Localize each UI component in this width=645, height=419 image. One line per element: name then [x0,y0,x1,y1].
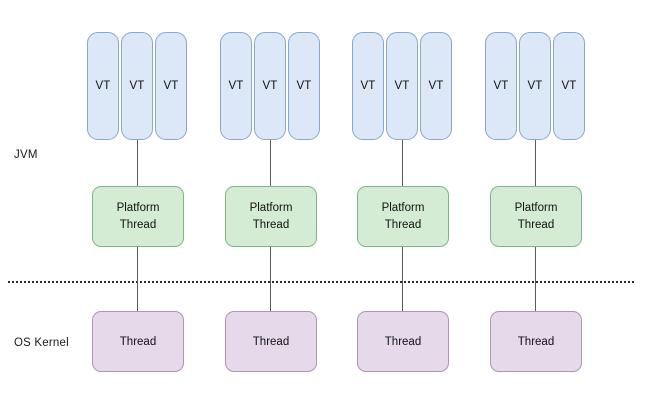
kernel-thread-label: Thread [384,335,422,348]
connector-platform-to-kernel [535,247,536,312]
thread-group-1: VT VT VT Platform Thread Thread [87,0,207,419]
kernel-thread-box[interactable]: Thread [357,311,449,372]
virtual-thread-box[interactable]: VT [220,32,252,140]
region-label-os-kernel: OS Kernel [14,337,69,349]
connector-platform-to-kernel [137,247,138,312]
platform-thread-label-line1: Platform [514,201,558,214]
kernel-thread-label: Thread [119,335,157,348]
thread-group-4: VT VT VT Platform Thread Thread [485,0,605,419]
kernel-thread-label: Thread [517,335,555,348]
virtual-thread-box[interactable]: VT [553,32,585,140]
platform-thread-label-line1: Platform [249,201,293,214]
platform-thread-label-line1: Platform [381,201,425,214]
virtual-thread-box[interactable]: VT [386,32,418,140]
thread-group-2: VT VT VT Platform Thread Thread [220,0,340,419]
platform-thread-label-line1: Platform [116,201,160,214]
thread-group-3: VT VT VT Platform Thread Thread [352,0,472,419]
virtual-thread-box[interactable]: VT [420,32,452,140]
platform-thread-label-line2: Thread [517,218,555,231]
virtual-thread-row: VT VT VT [220,32,340,140]
platform-thread-label-line2: Thread [384,218,422,231]
connector-vt-to-platform [270,140,271,187]
jvm-kernel-divider [8,281,634,283]
connector-vt-to-platform [402,140,403,187]
platform-thread-label-line2: Thread [252,218,290,231]
virtual-thread-box[interactable]: VT [155,32,187,140]
platform-thread-label-line2: Thread [119,218,157,231]
platform-thread-box[interactable]: Platform Thread [92,186,184,247]
virtual-thread-box[interactable]: VT [485,32,517,140]
virtual-thread-box[interactable]: VT [288,32,320,140]
kernel-thread-box[interactable]: Thread [490,311,582,372]
kernel-thread-label: Thread [252,335,290,348]
virtual-thread-row: VT VT VT [485,32,605,140]
connector-platform-to-kernel [270,247,271,312]
kernel-thread-box[interactable]: Thread [92,311,184,372]
virtual-thread-box[interactable]: VT [519,32,551,140]
virtual-thread-box[interactable]: VT [352,32,384,140]
connector-platform-to-kernel [402,247,403,312]
region-label-jvm: JVM [14,149,38,161]
platform-thread-box[interactable]: Platform Thread [490,186,582,247]
virtual-thread-row: VT VT VT [352,32,472,140]
platform-thread-box[interactable]: Platform Thread [357,186,449,247]
virtual-thread-row: VT VT VT [87,32,207,140]
connector-vt-to-platform [535,140,536,187]
kernel-thread-box[interactable]: Thread [225,311,317,372]
virtual-thread-box[interactable]: VT [87,32,119,140]
virtual-thread-box[interactable]: VT [121,32,153,140]
platform-thread-box[interactable]: Platform Thread [225,186,317,247]
virtual-thread-box[interactable]: VT [254,32,286,140]
connector-vt-to-platform [137,140,138,187]
